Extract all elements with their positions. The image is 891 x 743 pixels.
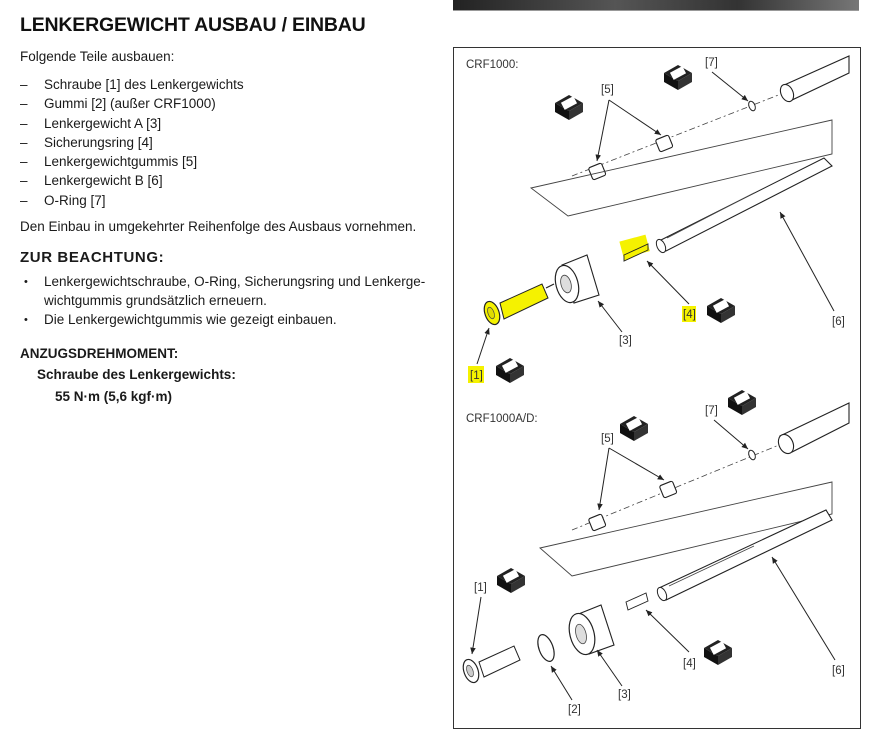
notes-list: •Lenkergewichtschraube, O-Ring, Sicherun… xyxy=(20,273,445,329)
note-text: Lenkergewichtschraube, O-Ring, Sicherung… xyxy=(44,274,426,308)
part-label: Lenkergewicht A [3] xyxy=(44,115,162,131)
callout-1: [1] xyxy=(470,370,483,382)
callout-5: [5] xyxy=(601,433,614,445)
list-item: –Gummi [2] (außer CRF1000) xyxy=(20,94,244,113)
rubber-part xyxy=(537,634,555,662)
note-text: Die Lenkergewichtgummis wie gezeigt einb… xyxy=(44,311,337,327)
callout-1: [1] xyxy=(474,582,487,594)
note-heading: ZUR BEACHTUNG: xyxy=(20,249,165,266)
page-title: LENKERGEWICHT AUSBAU / EINBAU xyxy=(20,14,366,36)
new-badge-icon xyxy=(707,298,735,323)
diagram-canvas: CRF1000: xyxy=(462,55,850,716)
new-badge-icon xyxy=(497,568,525,593)
callout-3: [3] xyxy=(618,689,631,701)
list-item: –Schraube [1] des Lenkergewichts xyxy=(20,75,244,94)
weight-rubber-part xyxy=(659,480,678,499)
weight-rubber-part xyxy=(655,134,674,153)
handlebar-tube-top xyxy=(779,55,850,103)
new-badge-icon xyxy=(664,65,692,90)
weight-rubber-part xyxy=(588,513,607,532)
callout-7: [7] xyxy=(705,405,718,417)
callout-6: [6] xyxy=(832,316,845,328)
weight-b-part xyxy=(656,509,833,602)
reinstall-text: Den Einbau in umgekehrter Reihenfolge de… xyxy=(20,219,417,234)
callout-5: [5] xyxy=(601,84,614,96)
torque-heading: ANZUGSDREHMOMENT: xyxy=(20,346,179,361)
assembly-plane xyxy=(529,119,833,217)
callout-2: [2] xyxy=(568,704,581,716)
part-label: Lenkergewicht B [6] xyxy=(44,173,163,189)
weight-a-part xyxy=(568,604,615,656)
new-badge-icon xyxy=(496,358,524,383)
bolt-part xyxy=(462,645,521,684)
weight-b-part xyxy=(655,157,833,254)
weight-a-part xyxy=(554,254,600,304)
bolt-part-highlighted xyxy=(483,283,555,326)
top-photo-strip xyxy=(453,0,859,11)
circlip-part xyxy=(625,592,649,611)
callout-1-highlight xyxy=(468,366,484,383)
centerline-bottom xyxy=(571,444,780,531)
new-badge-icon xyxy=(555,95,583,120)
new-badge-icon xyxy=(728,390,756,415)
callout-4-highlight xyxy=(682,306,696,322)
o-ring-part xyxy=(748,449,756,461)
part-label: Lenkergewichtgummis [5] xyxy=(44,154,198,170)
parts-list: –Schraube [1] des Lenkergewichts –Gummi … xyxy=(20,75,244,210)
new-badge-icon xyxy=(620,416,648,441)
callout-4: [4] xyxy=(683,658,696,670)
centerline-top xyxy=(571,93,782,177)
part-label: Schraube [1] des Lenkergewichts xyxy=(44,77,244,92)
list-item: –Lenkergewicht A [3] xyxy=(20,114,244,133)
new-badge-icon xyxy=(704,640,732,665)
part-label: O-Ring [7] xyxy=(44,192,106,208)
circlip-part-highlighted xyxy=(619,234,650,262)
part-label: Gummi [2] (außer CRF1000) xyxy=(44,96,216,112)
list-item: –Lenkergewichtgummis [5] xyxy=(20,152,244,171)
callout-6: [6] xyxy=(832,665,845,677)
callout-7: [7] xyxy=(705,57,718,69)
handlebar-tube-bottom xyxy=(777,402,850,455)
assembly-plane xyxy=(539,481,833,577)
note-item: •Die Lenkergewichtgummis wie gezeigt ein… xyxy=(20,311,445,330)
o-ring-part xyxy=(748,100,756,112)
list-item: –Lenkergewicht B [6] xyxy=(20,171,244,190)
note-item: •Lenkergewichtschraube, O-Ring, Sicherun… xyxy=(20,273,445,311)
callout-4: [4] xyxy=(683,309,696,321)
part-label: Sicherungsring [4] xyxy=(44,134,153,150)
section-label-top: CRF1000: xyxy=(466,59,518,71)
section-label-bottom: CRF1000A/D: xyxy=(466,413,538,425)
torque-value: 55 N·m (5,6 kgf·m) xyxy=(55,389,173,404)
callout-3: [3] xyxy=(619,335,632,347)
list-item: –O-Ring [7] xyxy=(20,191,244,210)
intro-text: Folgende Teile ausbauen: xyxy=(20,49,175,64)
list-item: –Sicherungsring [4] xyxy=(20,133,244,152)
exploded-diagram: CRF1000: xyxy=(453,47,861,729)
torque-item: Schraube des Lenkergewichts: xyxy=(37,367,236,382)
